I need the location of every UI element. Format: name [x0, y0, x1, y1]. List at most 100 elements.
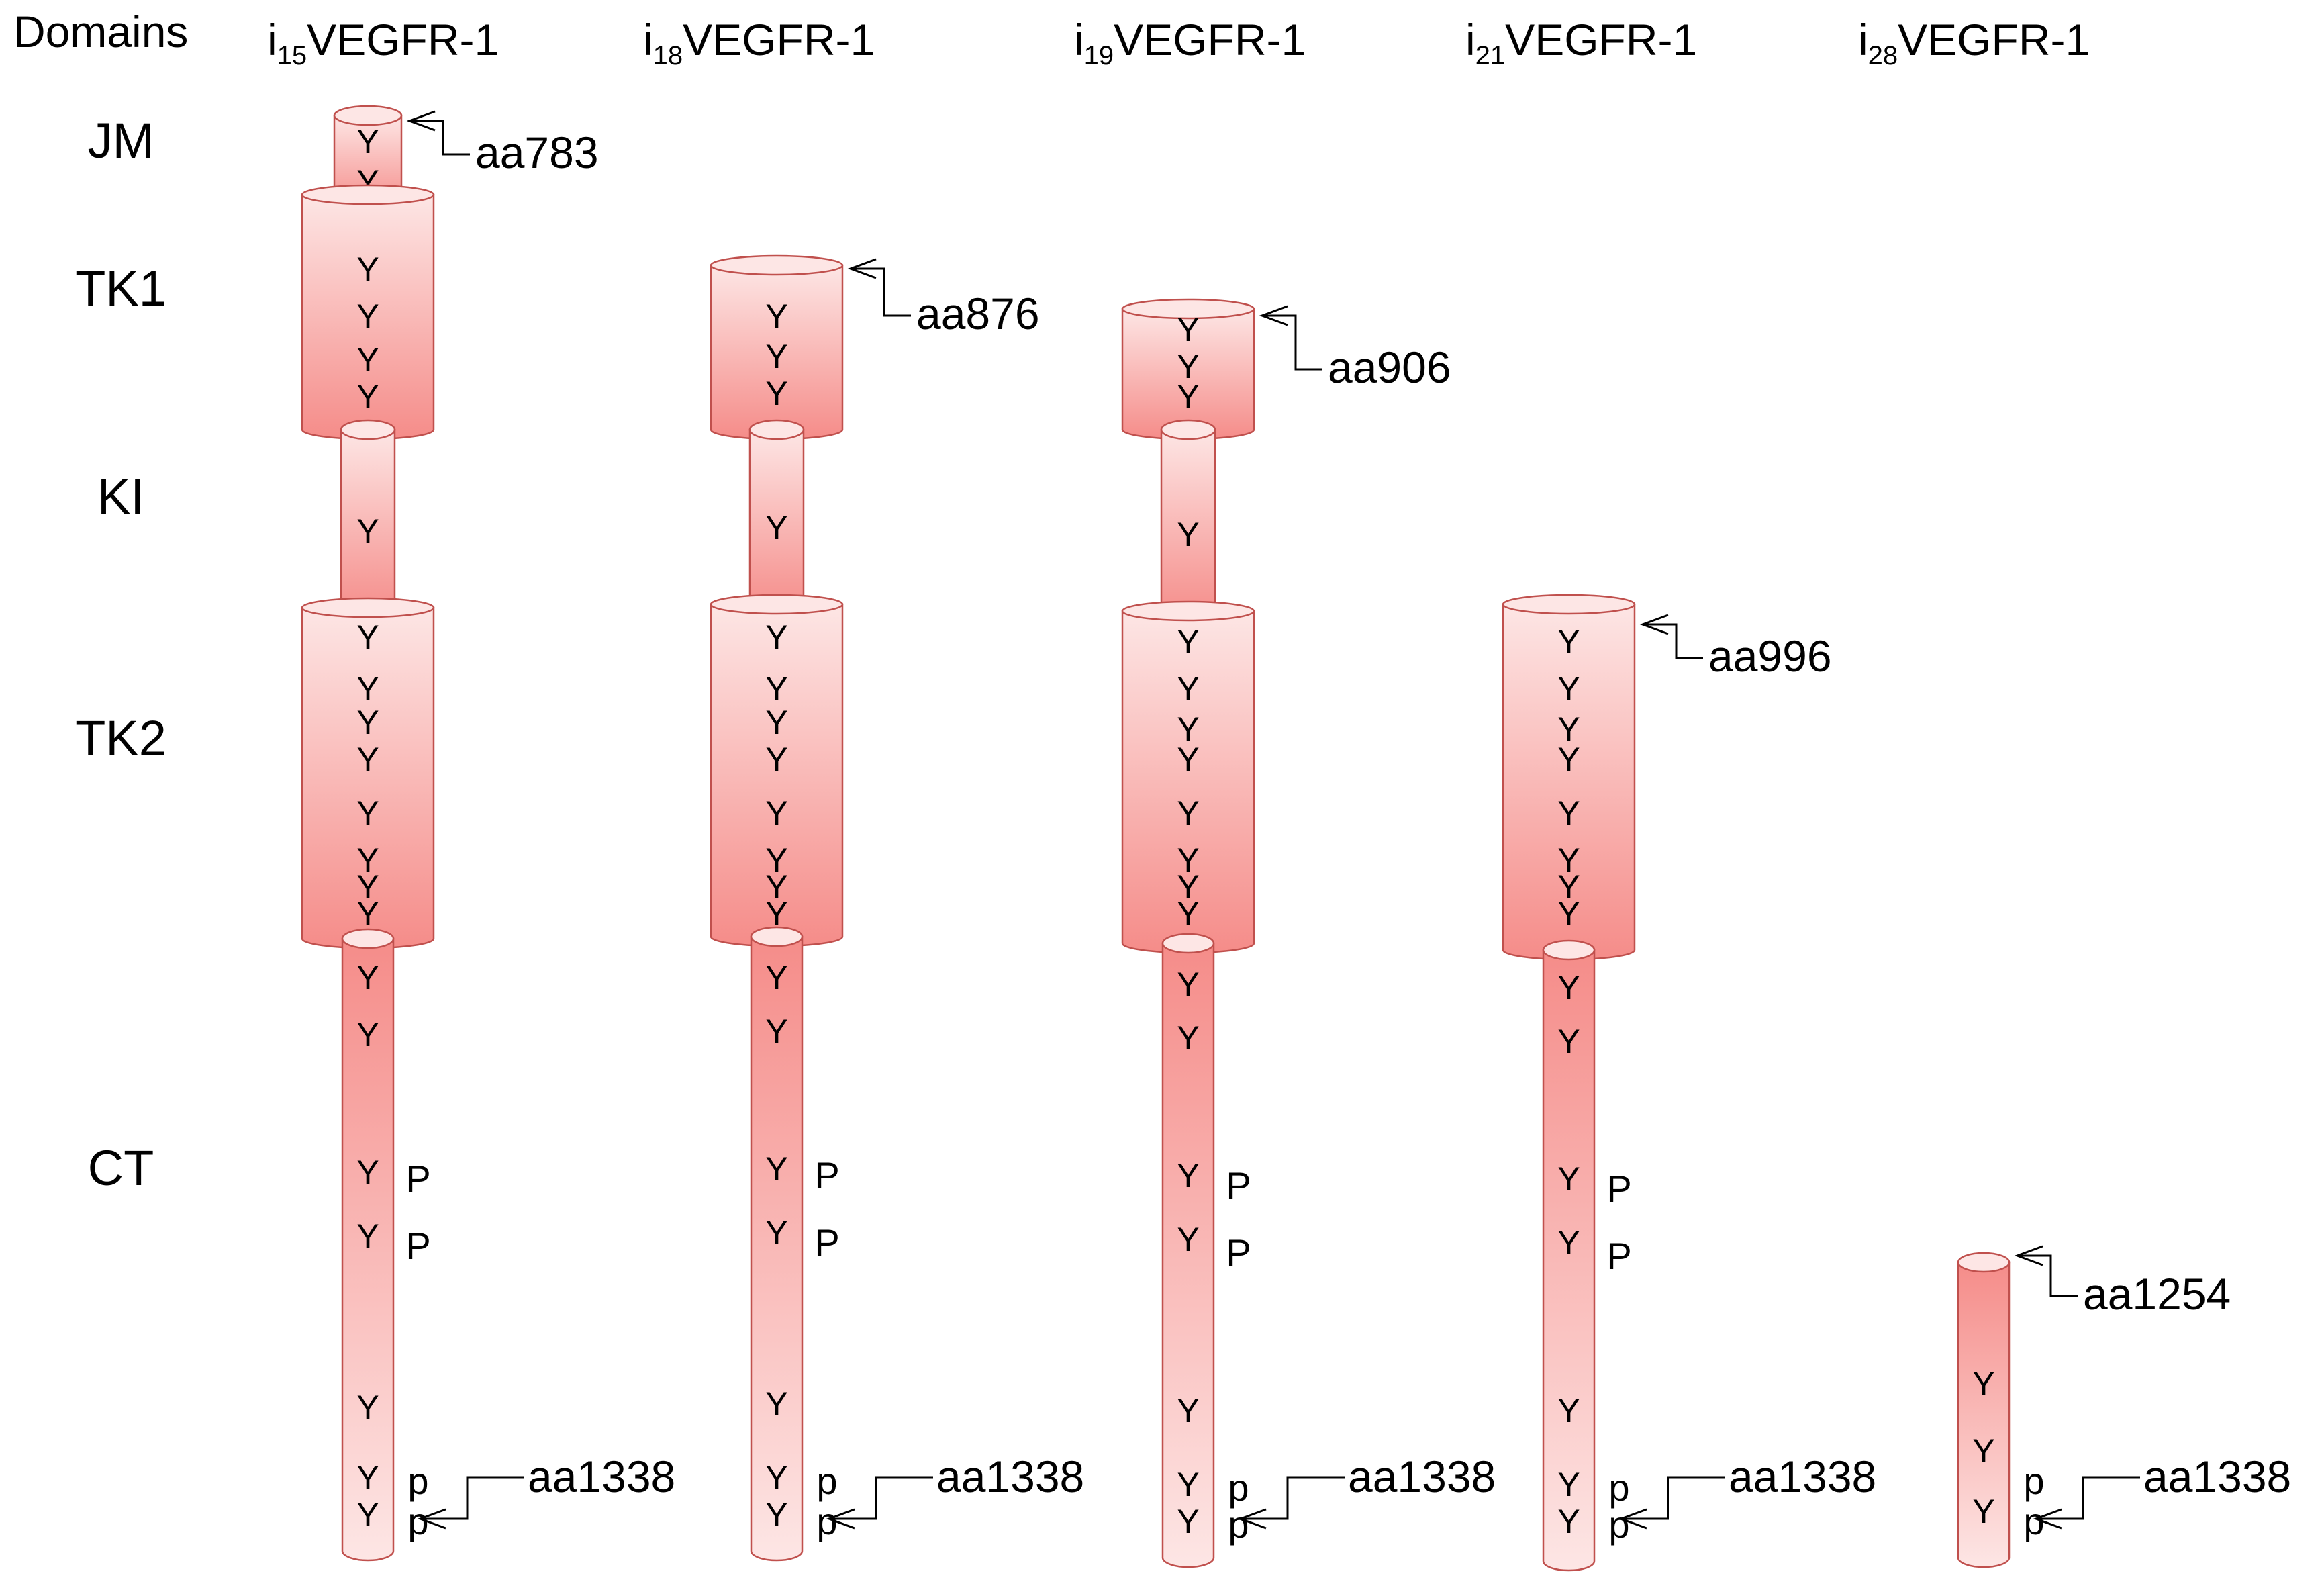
tyrosine-residue: Y: [356, 378, 379, 416]
start-arrow-icon: [2014, 1245, 2078, 1297]
tyrosine-residue: Y: [356, 895, 379, 933]
tyrosine-residue: Y: [1177, 868, 1199, 906]
segment-ct-cap: [341, 928, 395, 949]
segment-tk2-cap: [1121, 600, 1255, 622]
tyrosine-residue: Y: [1557, 670, 1580, 708]
tyrosine-residue: Y: [356, 1496, 379, 1534]
tyrosine-residue: Y: [765, 794, 787, 832]
tyrosine-residue: Y: [1177, 741, 1199, 778]
isoform-header-i15: i15VEGFR-1: [267, 15, 499, 71]
tyrosine-residue: Y: [1177, 378, 1199, 416]
start-residue-label: aa906: [1328, 342, 1451, 392]
end-arrow-icon: [417, 1476, 524, 1530]
domain-labels: JM TK1 KI TK2 CT: [75, 113, 166, 1196]
tyrosine-residue: Y: [765, 618, 787, 656]
tyrosine-residue: Y: [1177, 516, 1199, 553]
tyrosine-residue: Y: [1557, 1023, 1580, 1060]
segment-tk2-cap: [1502, 594, 1636, 615]
tyrosine-residue: Y: [1972, 1432, 1994, 1470]
tyrosine-residue: Y: [356, 250, 379, 288]
tyrosine-residue: Y: [1557, 895, 1580, 933]
end-arrow-icon: [1618, 1476, 1725, 1530]
domain-label-ki: KI: [97, 469, 144, 524]
tyrosine-residue: Y: [765, 841, 787, 879]
isoform-header-i19: i19VEGFR-1: [1074, 15, 1306, 71]
tyrosine-residue: Y: [765, 1150, 787, 1188]
tyrosine-residue: Y: [765, 1496, 787, 1534]
tyrosine-residue: Y: [356, 297, 379, 335]
segment-ct-cap: [1161, 933, 1215, 954]
start-residue-label: aa996: [1708, 631, 1832, 681]
tyrosine-residue: Y: [1557, 741, 1580, 778]
segment-tk1: YYY: [710, 254, 844, 440]
tyrosine-residue: Y: [356, 1154, 379, 1191]
tyrosine-residue: Y: [1177, 841, 1199, 879]
tyrosine-residue: Y: [1177, 895, 1199, 933]
tyrosine-residue: Y: [1177, 1466, 1199, 1503]
domain-label-tk1: TK1: [75, 261, 166, 316]
tyrosine-residue: Y: [765, 704, 787, 741]
end-arrow-icon: [1237, 1476, 1345, 1530]
segment-ct-body: [1542, 949, 1596, 1572]
end-arrow-icon: [2033, 1476, 2140, 1530]
phosphorylation-mark: P: [814, 1221, 839, 1264]
end-residue-label: aa1338: [528, 1452, 675, 1501]
tyrosine-residue: Y: [1177, 311, 1199, 348]
tyrosine-residue: Y: [765, 868, 787, 906]
phosphorylation-mark: p: [2023, 1460, 2044, 1502]
phosphorylation-mark: P: [405, 1225, 430, 1267]
tyrosine-residue: Y: [1557, 710, 1580, 748]
segment-ct-body: [1957, 1261, 2011, 1568]
phosphorylation-mark: P: [1226, 1164, 1251, 1207]
tyrosine-residue: Y: [765, 338, 787, 375]
tyrosine-residue: Y: [1177, 348, 1199, 385]
segment-ki-cap: [748, 419, 805, 440]
tyrosine-residue: Y: [1972, 1493, 1994, 1530]
end-residue-label: aa1338: [2143, 1452, 2291, 1501]
end-residue-label: aa1338: [1729, 1452, 1876, 1501]
segment-tk1-cap: [301, 184, 435, 205]
header-row: Domains i15VEGFR-1 i18VEGFR-1 i19VEGFR-1…: [13, 7, 2090, 71]
domains-header: Domains: [13, 7, 188, 56]
tyrosine-residue: Y: [1557, 1503, 1580, 1540]
start-arrow-icon: [1639, 614, 1703, 659]
tyrosine-residue: Y: [356, 841, 379, 879]
isoform-header-i28: i28VEGFR-1: [1858, 15, 2090, 71]
phosphorylation-mark: p: [816, 1460, 837, 1502]
start-arrow-icon: [847, 258, 911, 317]
phosphorylation-mark: P: [1606, 1235, 1631, 1277]
tyrosine-residue: Y: [356, 341, 379, 379]
segment-ct-body: [1161, 942, 1215, 1568]
tyrosine-residue: Y: [1177, 1157, 1199, 1195]
phosphorylation-mark: P: [405, 1158, 430, 1200]
tyrosine-residue: Y: [765, 509, 787, 547]
tyrosine-residue: Y: [765, 895, 787, 933]
isoform-header-i18: i18VEGFR-1: [643, 15, 875, 71]
phosphorylation-mark: p: [1608, 1466, 1629, 1509]
segment-tk2-cap: [301, 597, 435, 618]
tyrosine-residue: Y: [1557, 794, 1580, 832]
end-residue-label: aa1338: [936, 1452, 1084, 1501]
tyrosine-residue: Y: [356, 1016, 379, 1053]
tyrosine-residue: Y: [765, 297, 787, 335]
start-residue-label: aa876: [916, 289, 1040, 338]
segment-tk2-cap: [710, 594, 844, 615]
domain-label-tk2: TK2: [75, 710, 166, 766]
tyrosine-residue: Y: [356, 123, 379, 160]
isoform-header-i21: i21VEGFR-1: [1465, 15, 1697, 71]
domain-label-ct: CT: [88, 1140, 154, 1196]
tyrosine-residue: Y: [1972, 1365, 1994, 1403]
phosphorylation-mark: P: [1606, 1168, 1631, 1210]
tyrosine-residue: Y: [765, 1214, 787, 1252]
